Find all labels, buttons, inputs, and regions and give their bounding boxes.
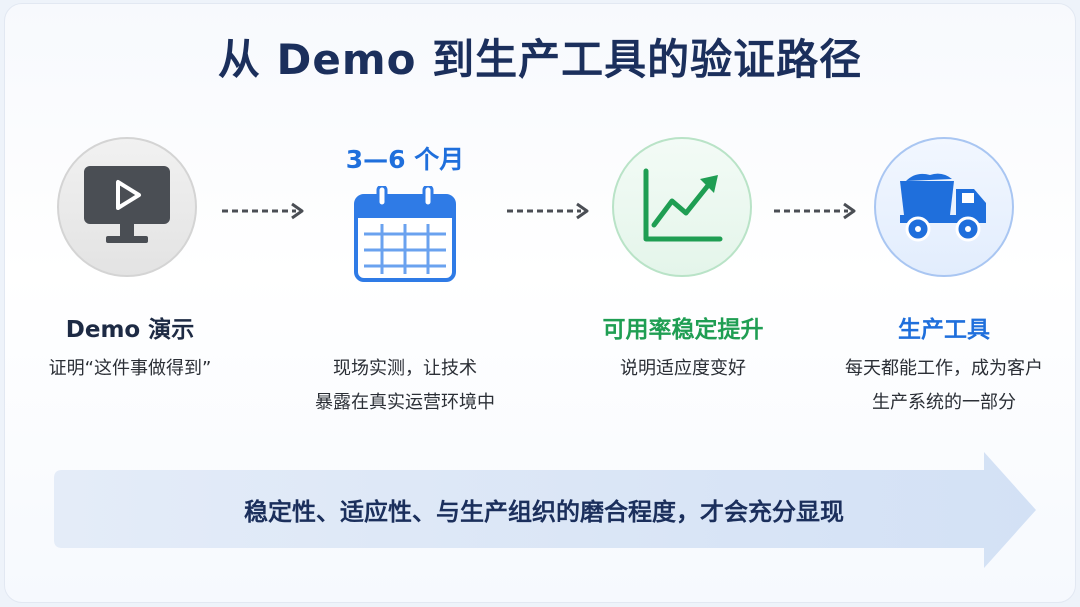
step-3-desc-line-1: 说明适应度变好 (620, 358, 746, 379)
calendar-icon (354, 186, 456, 282)
step-4-desc: 每天都能工作，成为客户 生产系统的一部分 (814, 352, 1074, 420)
step-2-desc-line-1: 现场实测，让技术 (333, 358, 477, 379)
monitor-play-icon (84, 166, 170, 243)
dashed-arrow-icon (774, 202, 856, 220)
page-title: 从 Demo 到生产工具的验证路径 (217, 35, 863, 84)
step-4-circle (874, 137, 1014, 277)
step-1-desc-line-1: 证明“这件事做得到” (48, 358, 212, 379)
step-1-desc: 证明“这件事做得到” (0, 352, 260, 386)
dump-truck-icon (900, 173, 986, 242)
step-2-desc-line-2: 暴露在真实运营环境中 (315, 392, 495, 413)
dashed-arrow-icon (222, 202, 304, 220)
banner-text: 稳定性、适应性、与生产组织的磨合程度，才会充分显现 (244, 498, 844, 526)
step-3-desc: 说明适应度变好 (553, 352, 813, 386)
step-2-desc: 现场实测，让技术 暴露在真实运营环境中 (275, 352, 535, 420)
dashed-arrow-icon (507, 202, 589, 220)
step-1-circle (57, 137, 197, 277)
step-3-title: 可用率稳定提升 (602, 317, 764, 343)
banner-arrow-shape (54, 452, 1036, 568)
step-4-desc-line-2: 生产系统的一部分 (872, 392, 1016, 413)
step-4-title: 生产工具 (898, 317, 990, 343)
trending-up-chart-icon (643, 168, 723, 242)
step-4-desc-line-1: 每天都能工作，成为客户 (845, 358, 1043, 379)
step-2-duration: 3—6 个月 (345, 145, 465, 174)
step-1-title: Demo 演示 (65, 317, 195, 343)
step-3-circle (612, 137, 752, 277)
